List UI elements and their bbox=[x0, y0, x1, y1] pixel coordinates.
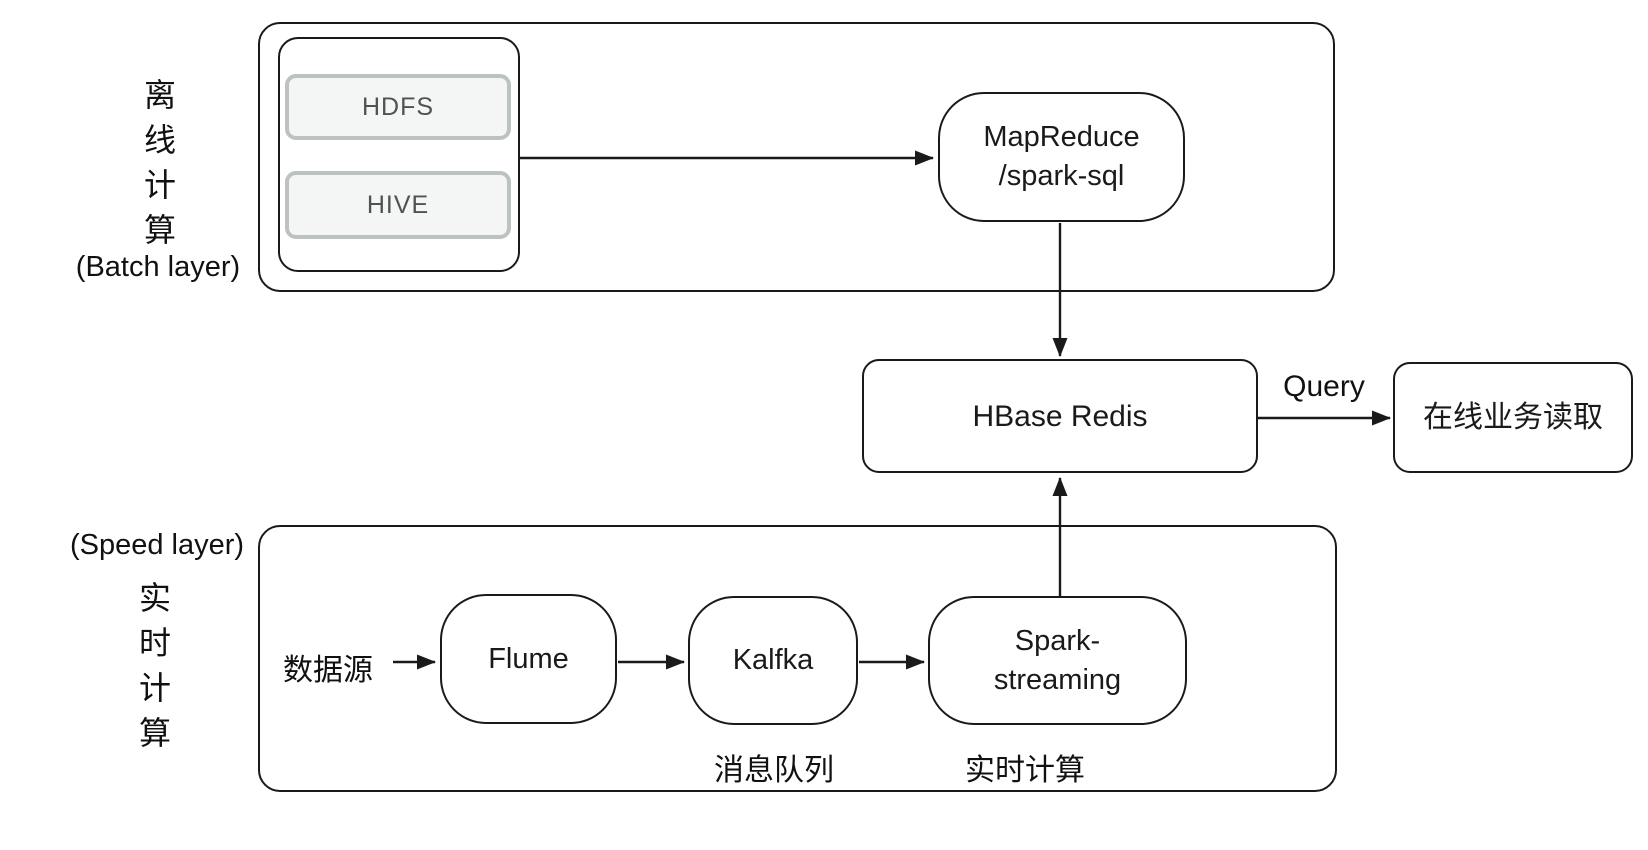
batch-vertical-char: 算 bbox=[143, 212, 176, 248]
spark-streaming-node: Spark- streaming bbox=[928, 596, 1187, 725]
batch-layer-name: (Batch layer) bbox=[75, 251, 241, 283]
spark-streaming-line1: Spark- bbox=[1014, 624, 1101, 657]
hbase-redis-node: HBase Redis bbox=[862, 359, 1258, 473]
mapreduce-node-line1: MapReduce bbox=[983, 121, 1140, 153]
batch-layer-container bbox=[258, 22, 1335, 292]
kafka-node: Kalfka bbox=[688, 596, 858, 725]
batch-vertical-char: 离 bbox=[143, 77, 176, 113]
hive-box: HIVE bbox=[285, 171, 511, 239]
speed-layer-container bbox=[258, 525, 1337, 792]
batch-vertical-label: 离 线 计 算 bbox=[138, 73, 182, 253]
spark-caption: 实时计算 bbox=[965, 754, 1085, 787]
speed-vertical-label: 实 时 计 算 bbox=[133, 576, 177, 756]
data-source-label: 数据源 bbox=[283, 654, 373, 687]
speed-vertical-char: 时 bbox=[138, 625, 171, 661]
speed-vertical-char: 计 bbox=[138, 670, 171, 706]
mapreduce-node-line2: /spark-sql bbox=[998, 160, 1125, 192]
speed-vertical-char: 实 bbox=[138, 580, 171, 616]
mapreduce-node: MapReduce /spark-sql bbox=[938, 92, 1185, 222]
query-label: Query bbox=[1283, 370, 1365, 403]
batch-vertical-char: 线 bbox=[143, 122, 176, 158]
online-read-node: 在线业务读取 bbox=[1393, 362, 1633, 473]
kafka-caption: 消息队列 bbox=[714, 754, 834, 787]
speed-vertical-char: 算 bbox=[138, 715, 171, 751]
batch-vertical-char: 计 bbox=[143, 167, 176, 203]
hdfs-box: HDFS bbox=[285, 74, 511, 140]
speed-layer-name: (Speed layer) bbox=[69, 529, 245, 561]
spark-streaming-line2: streaming bbox=[993, 663, 1122, 696]
flume-node: Flume bbox=[440, 594, 617, 724]
